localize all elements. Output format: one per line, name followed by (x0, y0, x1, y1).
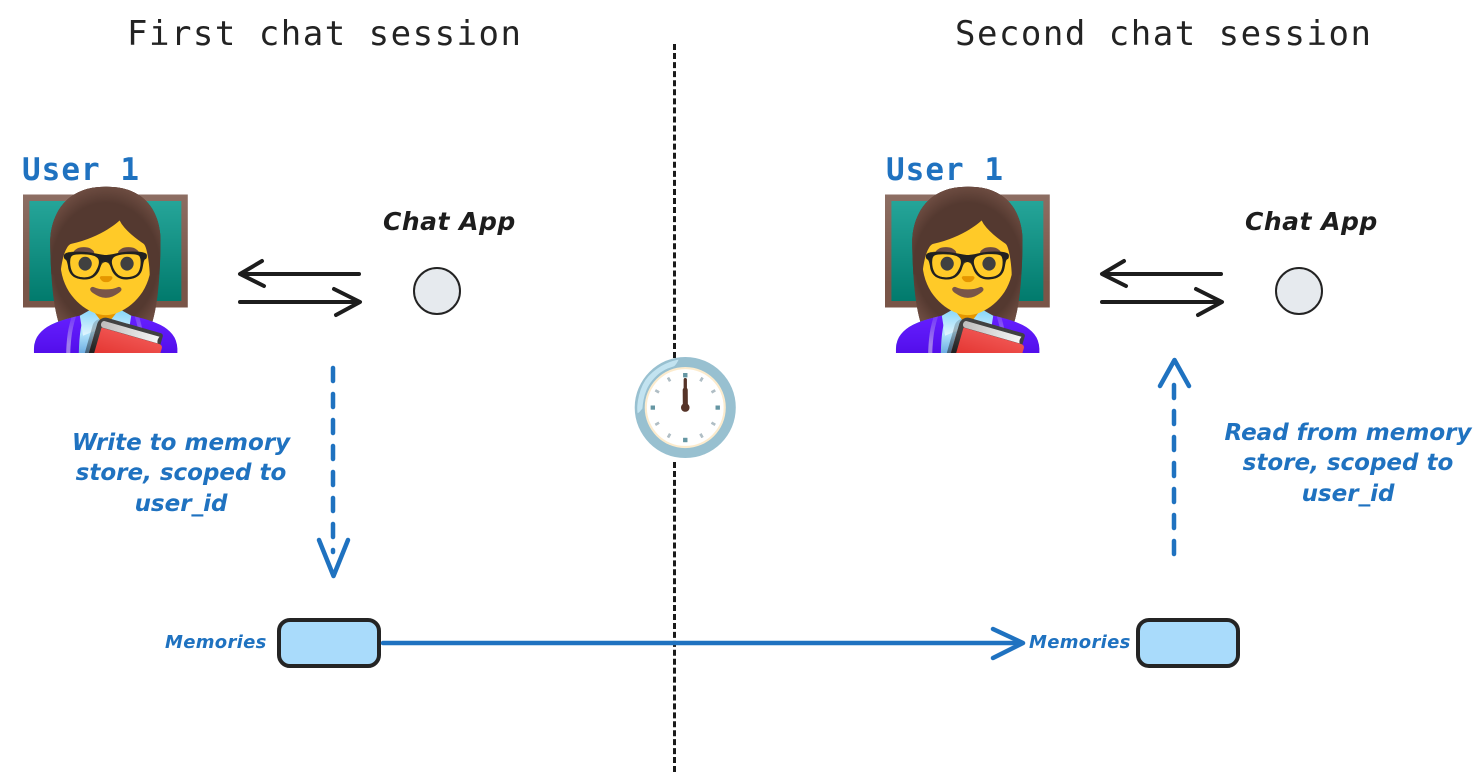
left-session-title: First chat session (127, 14, 523, 54)
left-dashed-arrow-down-icon (310, 365, 360, 581)
clock-icon: 🕛 (628, 354, 743, 461)
left-user-label: User 1 (22, 152, 140, 188)
left-memories-label: Memories (165, 632, 267, 653)
right-memory-store-box[interactable] (1136, 618, 1240, 668)
left-chat-app-label: Chat App (383, 207, 516, 236)
left-chat-app-circle-icon[interactable] (413, 267, 461, 315)
right-chat-app-circle-icon[interactable] (1275, 267, 1323, 315)
right-user-avatar: 👩‍🏫 (874, 184, 1061, 358)
right-chat-app-label: Chat App (1245, 207, 1378, 236)
memory-persistence-arrow (380, 626, 1031, 662)
right-user-label: User 1 (886, 152, 1004, 188)
left-note-text: Write to memory store, scoped to user_id (71, 430, 291, 517)
right-exchange-arrows (1098, 252, 1238, 322)
divider-bottom-segment (673, 462, 676, 772)
left-exchange-arrows (236, 252, 376, 322)
right-note-text: Read from memory store, scoped to user_i… (1224, 420, 1472, 507)
right-dashed-arrow-up-icon (1151, 357, 1201, 558)
right-session-title: Second chat session (955, 14, 1373, 54)
left-memory-store-box[interactable] (277, 618, 381, 668)
left-user-avatar: 👩‍🏫 (12, 184, 199, 358)
divider-top-segment (673, 44, 676, 358)
right-memories-label: Memories (1029, 632, 1131, 653)
